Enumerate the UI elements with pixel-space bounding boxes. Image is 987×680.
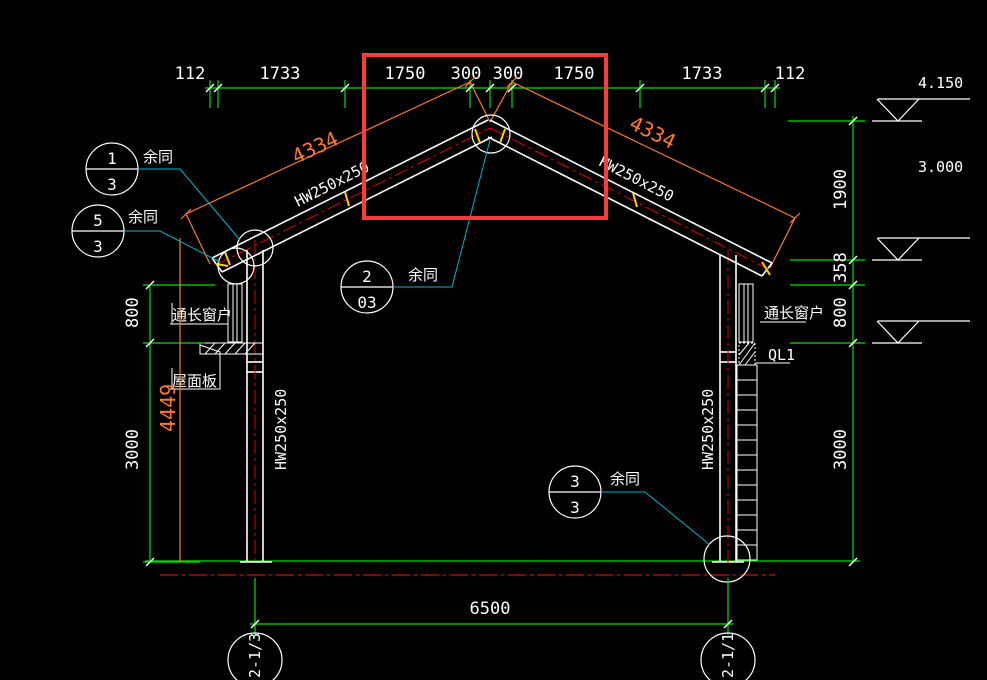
top-dimension-texts: 112 1733 1750 300 300 1750 1733 112 bbox=[175, 64, 806, 84]
right-vertical-dims bbox=[788, 116, 865, 562]
left-dim-800: 800 bbox=[123, 297, 143, 328]
top-dim-text: 112 bbox=[175, 64, 206, 84]
callout-5-note: 余同 bbox=[128, 208, 158, 226]
right-dim-358: 358 bbox=[831, 252, 851, 283]
right-rafter bbox=[487, 119, 773, 277]
callout-3: 3 3 余同 bbox=[548, 465, 711, 546]
label-leaders bbox=[170, 303, 806, 390]
right-dim-ticks bbox=[848, 116, 858, 567]
right-dim-3000: 3000 bbox=[831, 429, 851, 470]
rafter-centerlines bbox=[215, 127, 769, 270]
elevation-top: 4.150 bbox=[918, 74, 963, 92]
right-dim-1900: 1900 bbox=[831, 169, 851, 210]
callout-1-num: 1 bbox=[107, 149, 117, 168]
callout-2-den: 03 bbox=[357, 293, 376, 312]
callout-1-den: 3 bbox=[107, 175, 117, 194]
stiffeners bbox=[215, 128, 771, 276]
ql1-label: QL1 bbox=[768, 346, 795, 364]
top-dim-text: 1750 bbox=[385, 64, 426, 84]
elevation-mid: 3.000 bbox=[918, 158, 963, 176]
grid-label-left: 2-1/3 bbox=[246, 633, 264, 678]
top-dimension-chain bbox=[205, 80, 780, 108]
bottom-dimension bbox=[250, 578, 733, 635]
top-dim-text: 112 bbox=[775, 64, 806, 84]
bottom-dim-ticks bbox=[250, 619, 733, 629]
callout-5-den: 3 bbox=[93, 237, 103, 256]
roof-panel-label: 屋面板 bbox=[172, 372, 217, 390]
callout-1: 1 3 余同 bbox=[85, 142, 241, 241]
rafter-length-left: 4334 bbox=[288, 126, 342, 168]
rafter-dimensions bbox=[180, 76, 801, 269]
top-dim-text: 300 bbox=[493, 64, 524, 84]
left-window bbox=[227, 283, 243, 343]
callout-3-num: 3 bbox=[570, 472, 580, 491]
top-dim-text: 1750 bbox=[554, 64, 595, 84]
callout-2-note: 余同 bbox=[408, 266, 438, 284]
detail-circles bbox=[217, 114, 751, 583]
top-dimension-ticks bbox=[205, 83, 780, 93]
brick-wall bbox=[736, 342, 758, 561]
callout-5: 5 3 余同 bbox=[71, 204, 221, 263]
window-label-right: 通长窗户 bbox=[764, 304, 824, 322]
callout-5-num: 5 bbox=[93, 211, 103, 230]
section-label-right-column: HW250x250 bbox=[699, 389, 717, 470]
callout-1-note: 余同 bbox=[143, 148, 173, 166]
grid-bubbles bbox=[227, 632, 756, 680]
left-dim-3000: 3000 bbox=[123, 429, 143, 470]
grid-label-right: 2-1/1 bbox=[719, 633, 737, 678]
bottom-dim-text: 6500 bbox=[470, 599, 511, 619]
right-window bbox=[738, 283, 754, 343]
callout-3-note: 余同 bbox=[610, 470, 640, 488]
highlight-box bbox=[362, 53, 608, 220]
left-rafter bbox=[211, 119, 493, 273]
top-dim-text: 1733 bbox=[682, 64, 723, 84]
left-total-dim: 4449 bbox=[156, 384, 180, 432]
callout-2: 2 03 余同 bbox=[340, 139, 491, 314]
left-dim-ticks bbox=[145, 280, 155, 567]
window-label-left: 通长窗户 bbox=[172, 306, 232, 324]
right-dim-800: 800 bbox=[831, 297, 851, 328]
left-vertical-dims bbox=[143, 284, 215, 563]
callout-3-den: 3 bbox=[570, 498, 580, 517]
section-label-left-column: HW250x250 bbox=[272, 389, 290, 470]
top-dim-text: 1733 bbox=[260, 64, 301, 84]
top-dim-text: 300 bbox=[451, 64, 482, 84]
elevation-markers bbox=[872, 98, 970, 344]
callout-2-num: 2 bbox=[362, 267, 372, 286]
left-column bbox=[240, 250, 272, 563]
rafter-length-right: 4334 bbox=[626, 111, 680, 154]
